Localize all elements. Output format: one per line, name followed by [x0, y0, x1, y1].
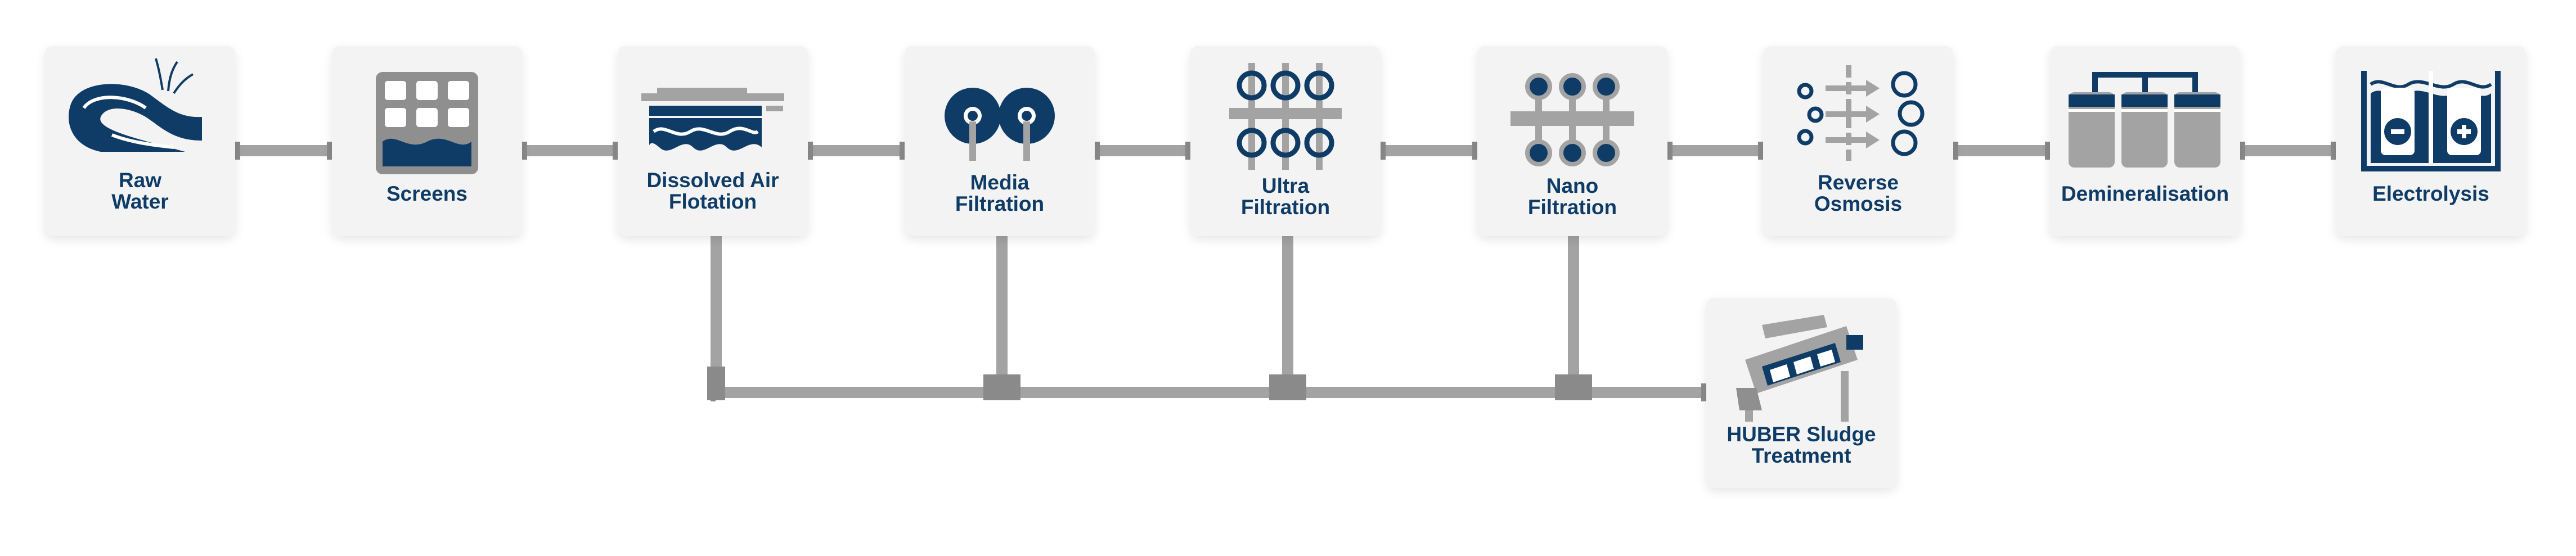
stage-label: Reverse Osmosis — [1763, 172, 1953, 215]
stage-dissolved-air-flotation: Dissolved Air Flotation — [618, 46, 808, 236]
label-line: Ultra — [1261, 174, 1310, 197]
pipe-raw-screens — [235, 142, 332, 160]
pipe-nano-ro — [1667, 142, 1763, 160]
flotation-tank-icon — [641, 88, 784, 151]
label-line: Demineralisation — [2061, 182, 2229, 205]
stage-label: Screens — [332, 183, 522, 205]
stage-huber-sludge-treatment: HUBER Sludge Treatment — [1706, 298, 1896, 488]
label-line: Electrolysis — [2372, 182, 2489, 205]
stage-screens: Screens — [332, 46, 522, 236]
label-line: Nano — [1546, 174, 1599, 197]
stage-media-filtration: Media Filtration — [905, 46, 1095, 236]
ultra-filter-icon — [1229, 63, 1342, 170]
stage-label: Demineralisation — [2050, 183, 2240, 205]
stage-label: Nano Filtration — [1477, 175, 1667, 218]
pipe-daf-media — [808, 142, 905, 160]
pipe-screens-daf — [522, 142, 618, 160]
stage-label: Ultra Filtration — [1190, 175, 1381, 218]
stage-reverse-osmosis: Reverse Osmosis — [1763, 46, 1953, 236]
stage-nano-filtration: Nano Filtration — [1477, 46, 1667, 236]
label-line: Filtration — [1240, 196, 1330, 219]
demineralisation-tanks-icon — [2069, 72, 2220, 168]
pipe-drop-daf — [711, 236, 722, 388]
label-line: Flotation — [668, 190, 757, 213]
pipe-drop-ultra — [1282, 236, 1293, 388]
media-filter-icon — [945, 88, 1055, 161]
stage-electrolysis: Electrolysis — [2336, 46, 2526, 236]
label-line: Water — [111, 190, 169, 213]
stage-label: Raw Water — [45, 170, 235, 213]
label-line: Osmosis — [1814, 192, 1903, 215]
pipe-drop-media — [996, 236, 1008, 388]
label-line: Filtration — [1527, 196, 1617, 219]
label-line: Screens — [386, 182, 467, 205]
label-line: Media — [970, 171, 1029, 194]
label-line: HUBER Sludge — [1727, 423, 1876, 446]
label-line: Filtration — [955, 192, 1045, 215]
label-line: Treatment — [1751, 444, 1851, 467]
label-line: Reverse — [1817, 171, 1899, 194]
pipe-elbow — [707, 367, 725, 400]
pipe-drop-nano — [1568, 236, 1579, 388]
stage-label: Electrolysis — [2336, 183, 2526, 205]
nano-filter-icon — [1510, 73, 1634, 166]
river-icon — [68, 58, 202, 152]
reverse-osmosis-icon — [1797, 65, 1925, 161]
stage-label: Media Filtration — [905, 172, 1095, 215]
electrolysis-cell-icon — [2361, 71, 2501, 171]
stage-label: Dissolved Air Flotation — [618, 170, 808, 213]
pipe-media-ultra — [1095, 142, 1190, 160]
pipe-tee — [1269, 374, 1306, 400]
stage-label: HUBER Sludge Treatment — [1706, 424, 1896, 467]
sludge-press-icon — [1736, 315, 1863, 422]
label-line: Raw — [118, 169, 162, 192]
pipe-ro-demin — [1953, 142, 2050, 160]
pipe-demin-electrolysis — [2240, 142, 2336, 160]
screen-grid-icon — [376, 72, 478, 174]
stage-ultra-filtration: Ultra Filtration — [1190, 46, 1381, 236]
pipe-ultra-nano — [1381, 142, 1477, 160]
pipe-tee — [1555, 374, 1592, 400]
stage-raw-water: Raw Water — [45, 46, 235, 236]
pipe-tee — [983, 374, 1020, 400]
stage-demineralisation: Demineralisation — [2050, 46, 2240, 236]
label-line: Dissolved Air — [646, 169, 779, 192]
